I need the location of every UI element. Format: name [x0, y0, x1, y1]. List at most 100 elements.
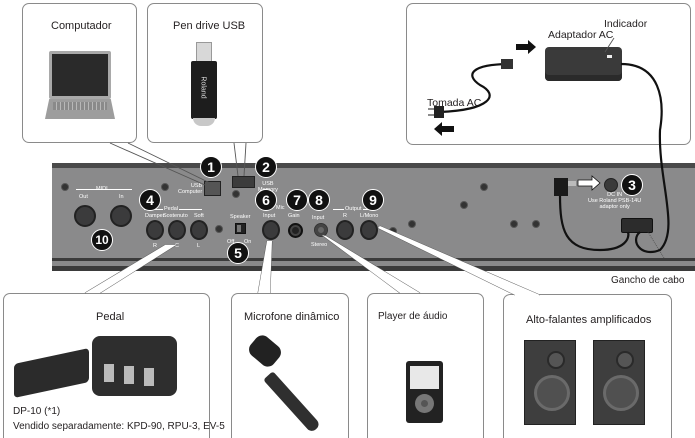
- pedal-unit-icon: [92, 336, 177, 396]
- dc-in-port[interactable]: [604, 178, 618, 192]
- indicator-label: Indicador: [604, 18, 648, 30]
- usb-memory-port[interactable]: [232, 176, 255, 188]
- pedal-damper-jack[interactable]: [146, 220, 164, 240]
- ac-adapter-icon: [545, 47, 622, 81]
- panel-bottom-rail-1: [52, 258, 695, 261]
- pedal-r-label: R: [153, 243, 157, 249]
- output-l-mono-label: L/Mono: [360, 213, 379, 219]
- dc-cable: [620, 62, 670, 253]
- midi-in-port[interactable]: [110, 205, 132, 227]
- speakers-box: Alto-falantes amplificados: [503, 294, 672, 438]
- speaker-on-label: On: [244, 239, 252, 245]
- output-label: Output: [344, 206, 363, 212]
- mic-input-label: Input: [263, 213, 276, 219]
- usb-memory-label-1: USB: [262, 181, 274, 187]
- midi-out-port[interactable]: [74, 205, 96, 227]
- dc-in-label-1: DC IN: [607, 192, 623, 198]
- pedal-label: Pedal: [96, 311, 125, 323]
- panel-screw: [460, 201, 468, 209]
- panel-top-rail: [52, 163, 695, 168]
- stereo-input-label: Input: [312, 215, 325, 221]
- usb-computer-label-1: USB: [190, 183, 203, 189]
- speaker-switch[interactable]: [235, 223, 246, 234]
- leader-computer: [109, 142, 206, 186]
- ac-cord: [439, 62, 513, 114]
- dc-arrow-icon: [577, 175, 601, 191]
- dc-plug: [554, 178, 568, 196]
- mic-gain-knob[interactable]: [288, 223, 303, 238]
- pedal-panel-label: Pedal: [163, 206, 180, 212]
- badge-4: 4: [139, 189, 161, 211]
- badge-9: 9: [362, 189, 384, 211]
- pedal-l-label: L: [197, 243, 201, 249]
- laptop-icon: [45, 51, 115, 123]
- panel-screw: [510, 220, 518, 228]
- stereo-label: Stereo: [311, 242, 328, 248]
- audio-player-icon: [406, 361, 443, 423]
- pedal-damper-label: Damper: [145, 213, 165, 219]
- speaker-switch-label: Speaker: [230, 214, 251, 220]
- speaker-left-icon: [524, 340, 576, 425]
- ac-cord-plug: [501, 59, 513, 69]
- dc-in-label: DC IN Use Roland PSB-14U adaptor only: [588, 192, 641, 210]
- computer-box: Computador: [22, 3, 137, 143]
- ac-adapter-box: Adaptador AC Indicador Tomada AC: [406, 3, 691, 145]
- usb-flash-box: Pen drive USB Roland: [147, 3, 263, 143]
- ac-adapter-label: Adaptador AC: [548, 29, 614, 41]
- output-r-label: R: [343, 213, 347, 219]
- pedal-sold-separately: Vendido separadamente: KPD-90, RPU-3, EV…: [13, 421, 225, 432]
- leader-usb-memory: [233, 142, 239, 177]
- pedal-box: Pedal DP-10 (*1) Vendido separadamente: …: [3, 293, 225, 438]
- pedal-sostenuto-label: Sostenuto: [163, 213, 188, 219]
- midi-label-line: [76, 189, 132, 190]
- midi-out-label: Out: [79, 194, 88, 200]
- mic-input-jack[interactable]: [262, 220, 280, 240]
- panel-screw: [215, 225, 223, 233]
- microphone-label: Microfone dinâmico: [244, 311, 340, 323]
- pedal-model-note: DP-10 (*1): [13, 406, 61, 417]
- output-r-jack[interactable]: [336, 220, 354, 240]
- badge-2: 2: [255, 156, 277, 178]
- panel-screw: [480, 183, 488, 191]
- badge-1: 1: [200, 156, 222, 178]
- speaker-right-icon: [593, 340, 645, 425]
- leader-indicator: [604, 37, 615, 53]
- dc-in-label-3: adaptor only: [599, 204, 630, 210]
- cable-hook-label: Gancho de cabo: [611, 275, 685, 286]
- mic-label: Mic: [276, 205, 285, 211]
- output-l-mono-jack[interactable]: [360, 220, 378, 240]
- badge-7: 7: [286, 189, 308, 211]
- usb-computer-port[interactable]: [204, 181, 221, 196]
- speaker-off-label: Off: [227, 239, 235, 245]
- dc-plug-cable: [558, 194, 630, 252]
- usb-computer-label: USB Computer: [178, 183, 202, 195]
- badge-3: 3: [621, 174, 643, 196]
- badge-6: 6: [255, 189, 277, 211]
- leader-cable-hook: [647, 231, 665, 259]
- dc-in-label-2: Use Roland PSB-14U: [588, 198, 642, 204]
- panel-screw: [408, 220, 416, 228]
- arrow-right-icon: [516, 40, 536, 54]
- ac-outlet-plug: [434, 106, 444, 118]
- mic-gain-label: Gain: [288, 213, 300, 219]
- badge-8: 8: [308, 189, 330, 211]
- pedal-sostenuto-jack[interactable]: [168, 220, 186, 240]
- panel-screw: [532, 220, 540, 228]
- microphone-box: Microfone dinâmico: [231, 293, 349, 438]
- speakers-label: Alto-falantes amplificados: [526, 314, 652, 326]
- audio-player-box: Player de áudio: [367, 293, 484, 438]
- usb-flash-label: Pen drive USB: [173, 20, 246, 32]
- badge-10: 10: [91, 229, 113, 251]
- computer-label: Computador: [51, 20, 112, 32]
- pedal-c-label: C: [175, 243, 179, 249]
- usb-flash-drive-icon: Roland: [189, 42, 219, 132]
- cable-hook: [621, 218, 653, 233]
- badge-5: 5: [227, 242, 249, 264]
- usb-computer-label-2: Computer: [178, 189, 203, 195]
- panel-screw: [61, 183, 69, 191]
- midi-in-label: In: [119, 194, 124, 200]
- panel-screw: [232, 190, 240, 198]
- pedal-soft-jack[interactable]: [190, 220, 208, 240]
- stereo-input-jack[interactable]: [314, 223, 328, 237]
